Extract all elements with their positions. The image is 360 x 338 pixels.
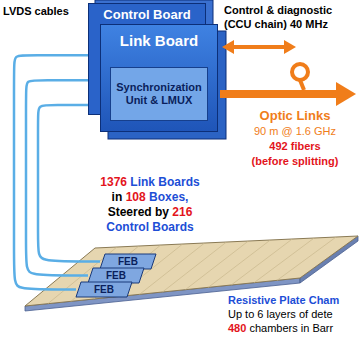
label-text: Up to 6 layers of dete xyxy=(228,308,333,320)
node-text: Synchronization Unit & LMUX xyxy=(114,81,204,107)
arrow-head xyxy=(336,82,356,106)
label-text: Steered by xyxy=(108,205,169,219)
optic-arrow xyxy=(220,90,338,98)
chamber-strip xyxy=(231,239,292,285)
label-text: (before splitting) xyxy=(252,155,339,167)
label-text: Control Boards xyxy=(106,220,193,234)
label-text: 90 m @ 1.6 GHz xyxy=(254,125,336,137)
lvds-cable xyxy=(38,105,100,262)
label-text: Link Boards xyxy=(130,175,199,189)
label-text: Control & diagnostic (CCU chain) 40 MHz xyxy=(224,4,332,30)
sync-unit-box: Synchronization Unit & LMUX xyxy=(110,67,208,121)
link-board: Link BoardSynchronization Unit & LMUX xyxy=(100,24,218,132)
fiber-loop xyxy=(300,80,304,90)
node-text: Control Board xyxy=(89,7,205,22)
cable-label: LVDS cables xyxy=(3,4,93,18)
chamber-strip xyxy=(208,240,270,287)
label-line: 492 fibers xyxy=(232,139,358,154)
feb-board: FEB xyxy=(88,268,144,283)
label-line: Steered by216 xyxy=(60,205,240,220)
optic-label: Optic Links 90 m @ 1.6 GHz 492 fibers (befo… xyxy=(232,108,358,169)
label-text: 108 xyxy=(126,190,146,204)
feb-shape xyxy=(100,254,156,269)
feb-board: FEB xyxy=(76,282,132,297)
label-line: 1376Link Boards xyxy=(60,175,240,190)
chamber-strip xyxy=(185,241,248,290)
label-line: Up to 6 layers of dete xyxy=(228,307,360,321)
fiber-loop xyxy=(292,64,308,80)
label-line: LVDS cables xyxy=(3,4,93,18)
chamber-strip xyxy=(277,237,336,280)
count-label: 1376Link Boardsin108Boxes,Steered by216C… xyxy=(60,175,240,235)
label-text: 492 fibers xyxy=(269,140,320,152)
chamber-strip xyxy=(254,238,314,283)
label-line: Control Boards xyxy=(60,220,240,235)
feb-shape xyxy=(76,282,132,297)
label-line: Resistive Plate Cham xyxy=(228,293,360,307)
label-line: in108Boxes, xyxy=(60,190,240,205)
feb-shape xyxy=(88,268,144,283)
label-text: LVDS cables xyxy=(3,5,69,17)
label-text: 216 xyxy=(172,205,192,219)
chamber-strips xyxy=(48,237,336,304)
node-text: FEB xyxy=(106,270,126,282)
arrow-head xyxy=(284,40,296,54)
label-line: 90 m @ 1.6 GHz xyxy=(232,124,358,139)
control-label: Control & diagnostic (CCU chain) 40 MHz xyxy=(224,3,358,31)
chamber-slab xyxy=(25,236,358,306)
label-text: in xyxy=(112,190,123,204)
label-line: Optic Links xyxy=(232,108,358,124)
chamber-strip xyxy=(163,242,227,292)
node-text: FEB xyxy=(94,284,114,296)
control-arrow xyxy=(232,45,286,49)
label-text: 1376 xyxy=(100,175,127,189)
label-text: Resistive Plate Cham xyxy=(228,294,339,306)
chamber-label: Resistive Plate Cham Up to 6 layers of de… xyxy=(228,293,360,335)
node-text: Link Board xyxy=(101,32,217,49)
node-text: FEB xyxy=(118,256,138,268)
label-line: (before splitting) xyxy=(232,154,358,169)
label-text: Boxes, xyxy=(149,190,188,204)
label-text: Optic Links xyxy=(260,108,331,123)
label-line: Control & diagnostic (CCU chain) 40 MHz xyxy=(224,3,358,31)
label-text: 480 xyxy=(228,322,246,334)
arrow-head xyxy=(222,40,234,54)
label-text: chambers in Barr xyxy=(249,322,333,334)
feb-board: FEB xyxy=(100,254,156,269)
label-line: 480chambers in Barr xyxy=(228,321,360,335)
